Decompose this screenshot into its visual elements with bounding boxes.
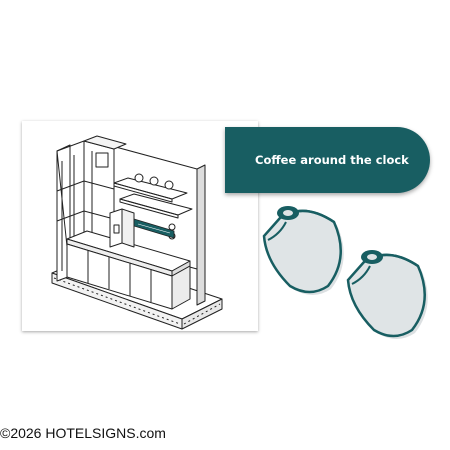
copyright-text: ©2026 HOTELSIGNS.com (0, 425, 166, 441)
coffee-mug-icon (346, 250, 428, 339)
coffee-station-drawing-card (22, 121, 258, 331)
coffee-banner-sign: Coffee around the clock (225, 127, 430, 193)
banner-title: Coffee around the clock (255, 153, 409, 167)
coffee-mug-icon (262, 206, 344, 295)
coffee-station-line-drawing (51, 135, 223, 330)
